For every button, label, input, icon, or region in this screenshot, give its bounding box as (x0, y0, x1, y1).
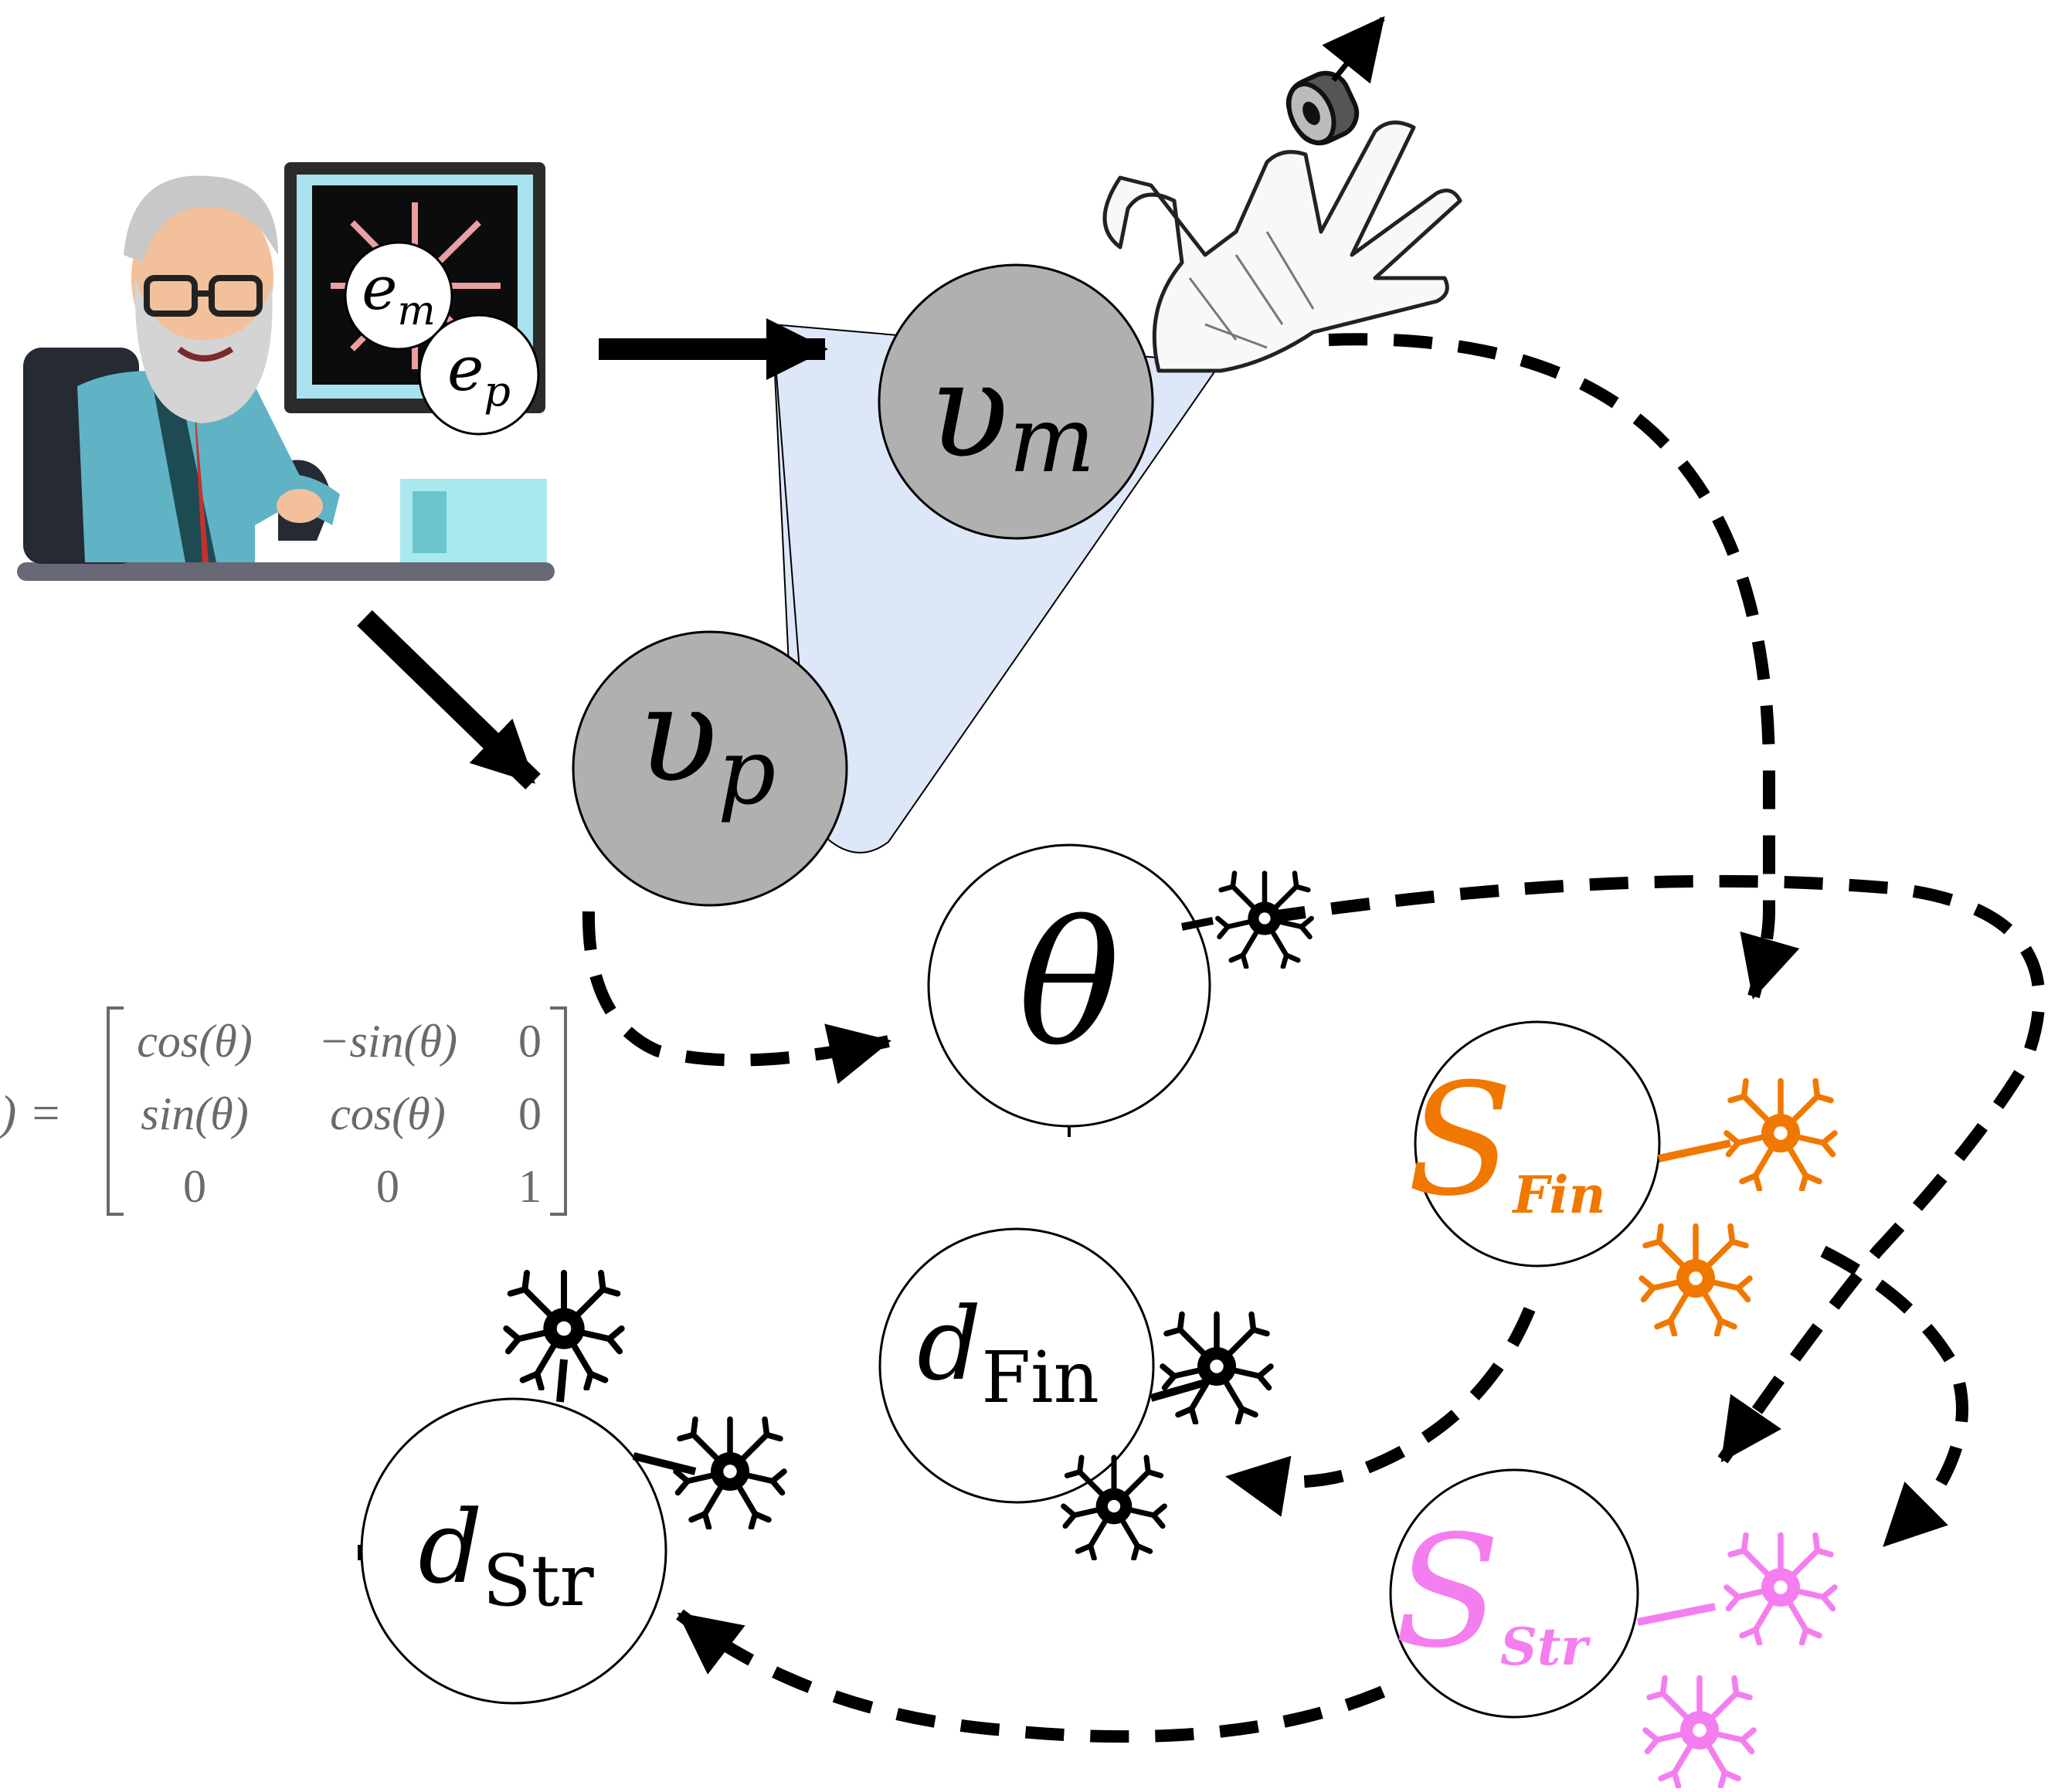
matrix-cell: 0 (518, 1088, 542, 1139)
node-vp: υp (573, 632, 847, 905)
dash-vp-to-theta (589, 911, 888, 1061)
neuron-icon (1645, 1678, 1754, 1787)
neuron-icon (506, 1273, 621, 1402)
matrix-cell: sin(θ) (141, 1088, 248, 1139)
neuron-icon (1151, 1315, 1271, 1423)
finger-ring-icon (1279, 66, 1364, 151)
node-d-str: dStr (359, 1399, 666, 1703)
hand-sketch-icon (1105, 66, 1460, 371)
matrix-cell: cos(θ) (330, 1088, 445, 1139)
matrix-cell: cos(θ) (137, 1016, 252, 1067)
matrix-cell: 0 (376, 1161, 399, 1212)
finger-direction-arrow (1333, 19, 1383, 80)
neuron-icon (1659, 1081, 1835, 1190)
neuron-icon (1642, 1227, 1750, 1335)
rotation-matrix: ) = cos(θ) −sin(θ) 0 sin(θ) cos(θ) 0 0 0… (0, 1008, 565, 1214)
matrix-lhs: ) = (0, 1085, 63, 1140)
matrix-cell: 0 (518, 1016, 542, 1067)
neuron-icon (1064, 1458, 1165, 1559)
svg-text:θ: θ (1018, 885, 1120, 1083)
node-theta: θ (929, 845, 1210, 1137)
dash-sfin-to-dfin (1228, 1309, 1530, 1482)
scientist-at-computer-icon: em ep (17, 162, 555, 581)
arrow-to-vp (365, 618, 533, 782)
matrix-cell: 0 (183, 1161, 206, 1212)
matrix-cell: −sin(θ) (318, 1016, 457, 1067)
node-s-fin: SFin (1408, 1022, 1659, 1266)
dash-sstr-to-dstr (680, 1614, 1383, 1736)
neuron-icon (1638, 1536, 1835, 1644)
matrix-cell: 1 (518, 1161, 542, 1212)
node-vm: υm (879, 265, 1153, 538)
node-s-str: SStr (1391, 1470, 1638, 1717)
dash-hand-to-sfin (1329, 339, 1769, 996)
